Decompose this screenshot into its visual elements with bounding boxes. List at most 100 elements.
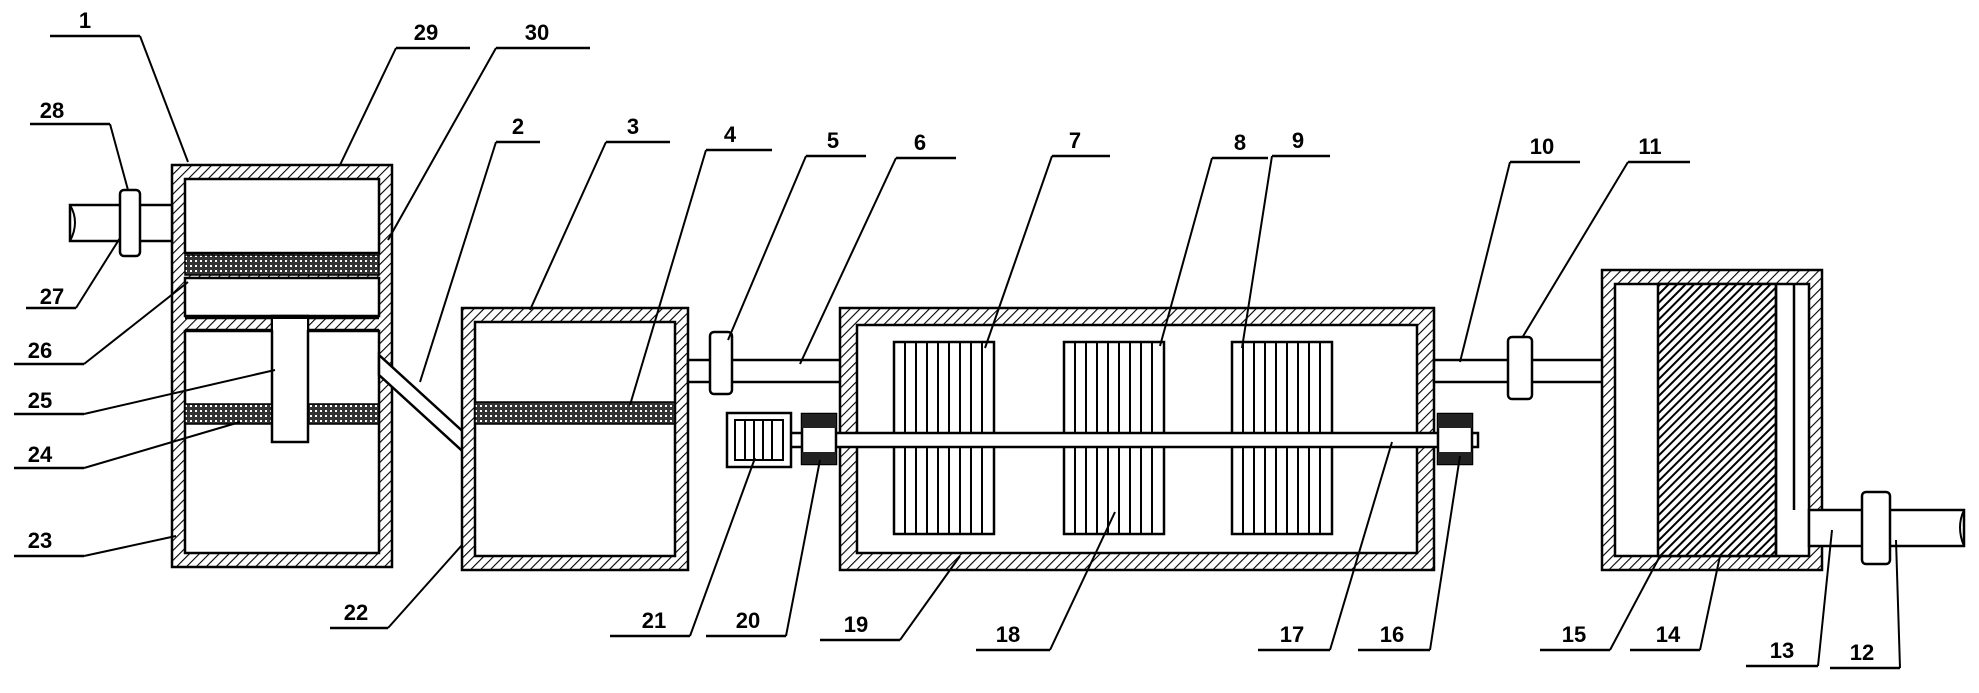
callout-number: 22 [344, 600, 368, 625]
callout-14: 14 [1630, 555, 1721, 652]
leader-line [727, 155, 807, 341]
outlet-pipe-13 [1807, 490, 1966, 566]
leader-line [83, 281, 189, 365]
callout-7: 7 [984, 128, 1110, 349]
callout-29: 29 [339, 20, 470, 166]
callout-2: 2 [419, 114, 540, 383]
callout-number: 10 [1530, 134, 1554, 159]
callout-17: 17 [1258, 441, 1393, 652]
tank-1 [170, 163, 394, 569]
callout-number: 14 [1656, 622, 1681, 647]
filter-tank-15 [1600, 268, 1824, 572]
leader-line [83, 369, 276, 415]
leader-line [899, 555, 961, 641]
callout-number: 24 [28, 442, 53, 467]
callout-number: 7 [1069, 128, 1081, 153]
callout-number: 18 [996, 622, 1020, 647]
callout-15: 15 [1540, 555, 1661, 652]
callout-number: 1 [79, 8, 91, 33]
inlet-pipe [68, 188, 174, 258]
pipe-10 [1432, 335, 1606, 401]
callout-1: 1 [50, 8, 189, 163]
callout-number: 30 [525, 20, 549, 45]
leader-line [139, 35, 189, 163]
callout-number: 3 [627, 114, 639, 139]
callout-number: 11 [1638, 134, 1661, 159]
callout-number: 15 [1562, 622, 1586, 647]
leader-line [339, 47, 397, 166]
leader-line [1459, 161, 1511, 363]
callout-number: 28 [40, 98, 64, 123]
leader-line [984, 155, 1053, 349]
leader-line [1609, 555, 1661, 651]
leader-line [419, 141, 497, 383]
leader-line [1699, 555, 1721, 651]
callout-number: 2 [512, 114, 524, 139]
leader-line [629, 149, 707, 406]
leader-line [83, 421, 241, 469]
callout-25: 25 [14, 369, 276, 416]
callout-13: 13 [1746, 529, 1833, 668]
leader-line [1159, 157, 1213, 347]
callout-number: 23 [28, 528, 52, 553]
leader-line [109, 123, 129, 191]
callout-number: 26 [28, 338, 52, 363]
leader-line [1329, 441, 1393, 651]
leader-line [1817, 529, 1833, 667]
callout-number: 5 [827, 128, 839, 153]
callout-number: 19 [844, 612, 868, 637]
callout-16: 16 [1358, 455, 1461, 652]
callout-number: 13 [1770, 638, 1794, 663]
callout-number: 27 [40, 284, 64, 309]
callout-number: 8 [1234, 130, 1246, 155]
leader-line [1895, 539, 1901, 669]
callout-6: 6 [799, 130, 956, 365]
pipe-6 [686, 330, 845, 396]
leader-line [1049, 511, 1116, 651]
callout-number: 12 [1850, 640, 1874, 665]
callout-27: 27 [26, 237, 121, 310]
callout-number: 21 [642, 608, 666, 633]
callout-number: 6 [914, 130, 926, 155]
callout-12: 12 [1830, 539, 1901, 670]
callout-9: 9 [1241, 128, 1330, 349]
leader-line [75, 237, 121, 309]
callout-30: 30 [387, 20, 590, 241]
leader-line [689, 457, 756, 637]
callout-21: 21 [610, 457, 756, 638]
callout-number: 16 [1380, 622, 1404, 647]
leader-line [529, 141, 607, 311]
callout-28: 28 [30, 98, 129, 191]
shaft-17 [788, 412, 1480, 466]
leader-line [83, 535, 177, 557]
leader-line [1241, 155, 1273, 349]
callout-number: 4 [724, 122, 737, 147]
leader-line [1429, 455, 1461, 651]
callout-23: 23 [14, 528, 177, 558]
callout-number: 29 [414, 20, 438, 45]
leader-line [387, 47, 497, 241]
callout-number: 20 [736, 608, 760, 633]
motor-21 [725, 411, 793, 469]
callout-5: 5 [727, 128, 866, 341]
callout-number: 25 [28, 388, 52, 413]
callout-10: 10 [1459, 134, 1580, 363]
leader-line [1521, 161, 1629, 339]
callout-26: 26 [14, 281, 189, 366]
leader-line [799, 157, 897, 365]
callout-22: 22 [330, 544, 463, 630]
callout-11: 11 [1521, 134, 1690, 339]
callout-number: 9 [1292, 128, 1304, 153]
callout-24: 24 [14, 421, 241, 470]
tank-3 [460, 306, 690, 572]
callout-8: 8 [1159, 130, 1268, 347]
callout-19: 19 [820, 555, 961, 642]
callout-18: 18 [976, 511, 1116, 652]
callout-3: 3 [529, 114, 670, 311]
leader-line [785, 459, 821, 637]
callout-number: 17 [1280, 622, 1304, 647]
leader-line [387, 544, 463, 629]
callout-20: 20 [706, 459, 821, 638]
